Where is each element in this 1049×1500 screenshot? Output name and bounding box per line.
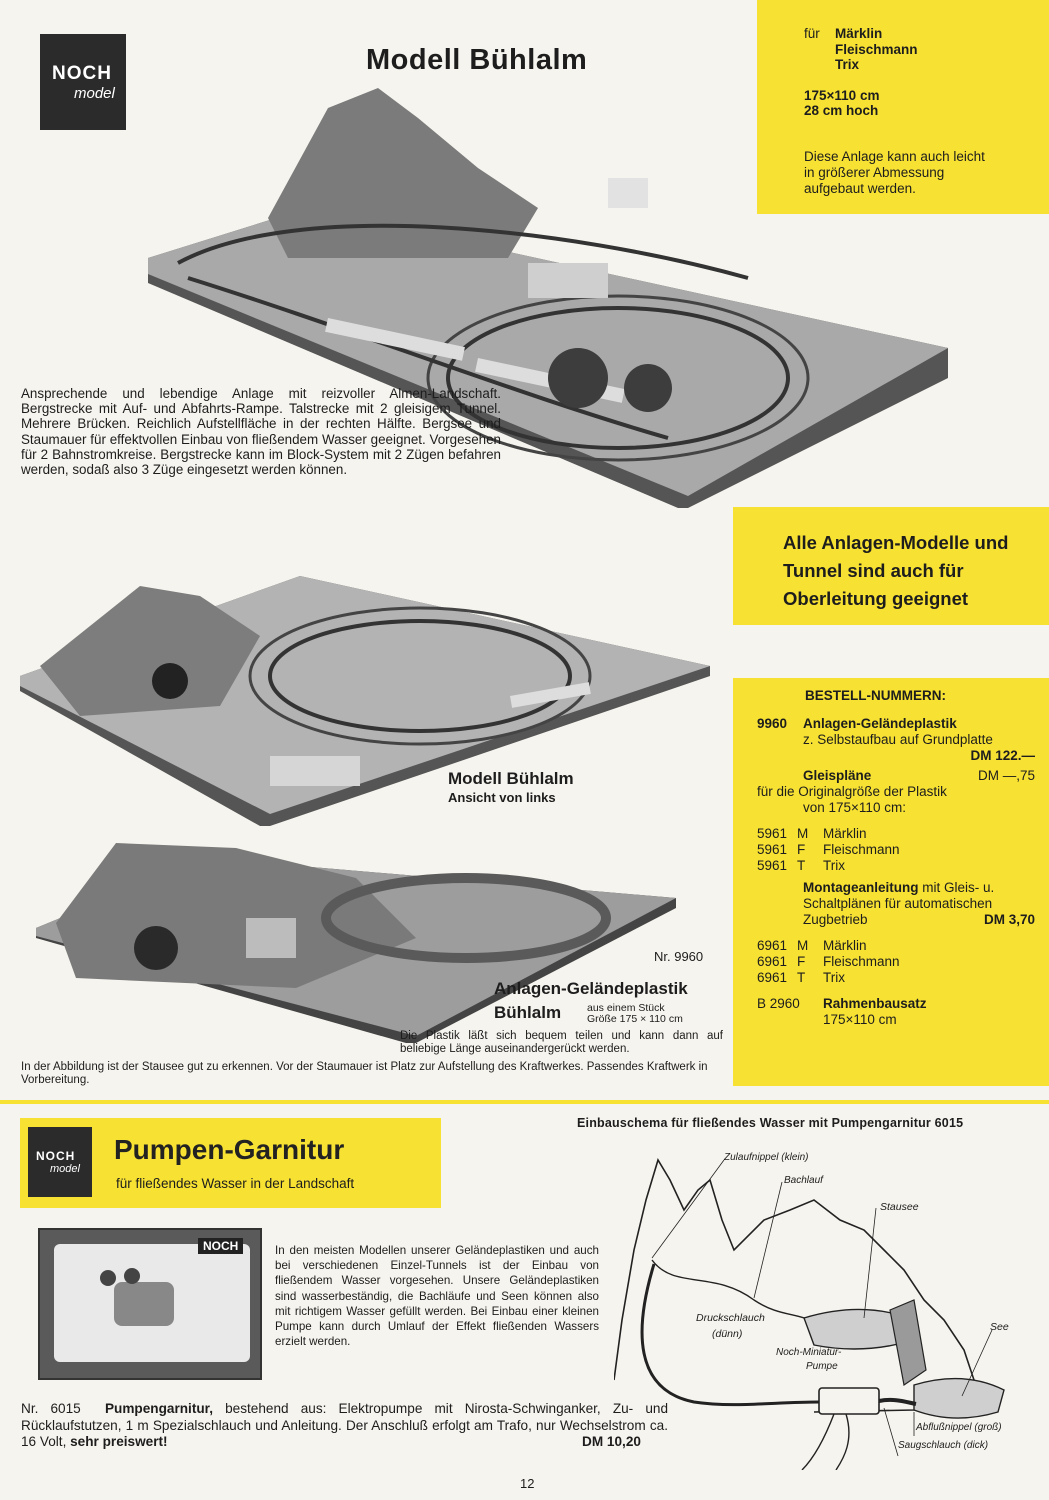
order-numbers-box: BESTELL-NUMMERN: 9960 Anlagen-Geländepla…	[733, 678, 1049, 1086]
rahmen-name: Rahmenbausatz	[823, 996, 927, 1011]
schema-label-druck1: Druckschlauch	[696, 1312, 765, 1324]
layout-description: Ansprechende und lebendige Anlage mit re…	[21, 386, 501, 478]
schema-label-bachlauf: Bachlauf	[784, 1175, 823, 1186]
order-nr-9960: 9960	[757, 716, 788, 731]
spec-box: für Märklin Fleischmann Trix 175×110 cm …	[757, 0, 1049, 214]
noch-logo-top: NOCH model	[40, 34, 126, 130]
montage-line2: Schaltplänen für automatischen	[803, 896, 993, 911]
list2-code-2: F	[797, 954, 806, 969]
page-title: Modell Bühlalm	[366, 44, 588, 76]
schema-label-see: See	[990, 1321, 1009, 1333]
order-name-9960: Anlagen-Geländeplastik	[803, 716, 957, 731]
overhead-line-banner: Alle Anlagen-Modelle und Tunnel sind auc…	[733, 507, 1049, 625]
pump-order-name: Pumpengarnitur,	[104, 1401, 213, 1416]
plastik-size: Größe 175 × 110 cm	[587, 1013, 683, 1025]
spec-size: 175×110 cm	[804, 87, 880, 103]
layout-photo-left-view	[20, 576, 710, 826]
list1-code-1: M	[797, 826, 809, 841]
schema-label-abfluss: Abflußnippel (groß)	[916, 1422, 1002, 1433]
rahmen-nr: B 2960	[757, 996, 800, 1011]
list2-nr-1: 6961	[757, 938, 788, 953]
list1-name-2: Fleischmann	[823, 842, 900, 857]
pump-order-nr: Nr. 6015	[21, 1401, 81, 1416]
pump-knob-2	[124, 1268, 140, 1284]
noch-logo-pump: NOCH model	[28, 1127, 92, 1197]
spec-brand-2: Fleischmann	[835, 41, 918, 57]
montage-rest: mit Gleis- u.	[918, 880, 995, 895]
installation-schema-diagram	[614, 1158, 1005, 1470]
list1-nr-3: 5961	[757, 858, 788, 873]
montage-label: Montageanleitung	[803, 880, 919, 895]
list2-code-3: T	[797, 970, 806, 985]
list2-name-2: Fleischmann	[823, 954, 900, 969]
caption-left-title: Modell Bühlalm	[448, 769, 574, 788]
logo-pump-noch: NOCH	[36, 1149, 76, 1163]
schema-label-druck2: (dünn)	[712, 1328, 743, 1340]
rahmen-size: 175×110 cm	[823, 1012, 897, 1027]
spec-note: Diese Anlage kann auch leicht in größere…	[804, 148, 985, 196]
list1-nr-2: 5961	[757, 842, 788, 857]
spec-brand-1: Märklin	[835, 26, 883, 41]
orders-heading: BESTELL-NUMMERN:	[805, 688, 946, 703]
pump-price: DM 10,20	[582, 1434, 641, 1449]
layout-photo-main	[148, 88, 948, 508]
gleisplaene-sub1: für die Originalgröße der Plastik	[757, 784, 947, 799]
montage-price: DM 3,70	[983, 912, 1035, 927]
list1-nr-1: 5961	[757, 826, 788, 841]
pump-box-label: NOCH	[198, 1238, 244, 1254]
list1-code-3: T	[797, 858, 806, 873]
list2-nr-2: 6961	[757, 954, 788, 969]
schema-label-saug: Saugschlauch (dick)	[898, 1440, 989, 1451]
spec-fuer: für	[804, 26, 820, 41]
terrain-plastic-photo	[36, 843, 676, 1043]
schema-label-zulauf: Zulaufnippel (klein)	[724, 1152, 809, 1163]
caption-left-sub: Ansicht von links	[448, 790, 556, 805]
page-number: 12	[520, 1476, 535, 1491]
schema-label-pumpe1: Noch-Miniatur-	[776, 1347, 842, 1358]
schema-label-pumpe2: Pumpe	[806, 1361, 838, 1372]
plastik-nr: Nr. 9960	[654, 949, 704, 964]
logo-text-noch: NOCH	[52, 62, 112, 84]
schema-label-stausee: Stausee	[880, 1201, 919, 1213]
pump-knob-1	[100, 1270, 116, 1286]
pump-order-details: bestehend aus: Elektropumpe mit Nirosta-…	[21, 1401, 669, 1449]
pump-device	[114, 1282, 174, 1326]
plastik-piece: aus einem Stück	[587, 1002, 665, 1014]
pump-title: Pumpen-Garnitur	[114, 1134, 345, 1165]
spec-brand-3: Trix	[835, 57, 860, 72]
logo-pump-model: model	[50, 1163, 80, 1175]
plastik-note: Die Plastik läßt sich bequem teilen und …	[400, 1030, 723, 1055]
plastik-title-2: Bühlalm	[494, 1003, 562, 1022]
plastik-title: Anlagen-Geländeplastik	[494, 979, 688, 998]
pump-box-photo: NOCH	[38, 1228, 262, 1380]
pump-subtitle: für fließendes Wasser in der Landschaft	[116, 1176, 355, 1191]
abbildung-note: In der Abbildung ist der Stausee gut zu …	[21, 1061, 708, 1086]
list1-code-2: F	[797, 842, 806, 857]
list2-name-3: Trix	[823, 970, 845, 985]
order-sub-9960: z. Selbstaufbau auf Grundplatte	[803, 732, 993, 747]
list2-name-1: Märklin	[823, 938, 867, 953]
montage-line3: Zugbetrieb	[803, 912, 868, 927]
spec-height: 28 cm hoch	[804, 103, 879, 118]
banner-text: Alle Anlagen-Modelle und Tunnel sind auc…	[783, 532, 1009, 609]
list2-code-1: M	[797, 938, 809, 953]
gleisplaene-price: DM —,75	[977, 768, 1035, 783]
section-divider	[0, 1100, 1049, 1104]
logo-text-model: model	[74, 84, 115, 102]
order-price-9960: DM 122.—	[970, 748, 1035, 763]
list1-name-1: Märklin	[823, 826, 867, 841]
pump-description: In den meisten Modellen unserer Geländep…	[275, 1244, 599, 1349]
schema-title: Einbauschema für fließendes Wasser mit P…	[577, 1116, 964, 1130]
gleisplaene-label: Gleispläne	[803, 768, 872, 783]
pump-order-text: Nr. 6015 Pumpengarnitur, bestehend aus: …	[21, 1401, 668, 1451]
list2-nr-3: 6961	[757, 970, 788, 985]
pump-order-emph: sehr preiswert!	[70, 1434, 168, 1449]
gleisplaene-sub2: von 175×110 cm:	[803, 800, 906, 815]
list1-name-3: Trix	[823, 858, 845, 873]
